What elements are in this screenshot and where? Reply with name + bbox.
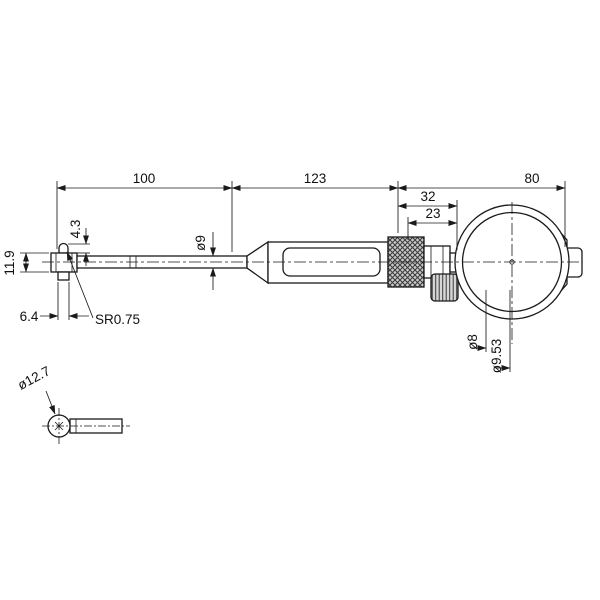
dia-9-53-label: ø9.53 bbox=[489, 339, 504, 374]
fine-adjustment-wheel bbox=[430, 273, 459, 302]
dim-23-label: 23 bbox=[425, 206, 440, 221]
dimension-6-4: 6.4 bbox=[20, 282, 89, 324]
dimension-dia-8: ø8 bbox=[465, 290, 487, 352]
dimension-80: 80 bbox=[397, 171, 566, 247]
dim-4-3-label: 4.3 bbox=[68, 220, 83, 239]
dia-9-label: ø9 bbox=[193, 235, 208, 251]
dim-6-4-label: 6.4 bbox=[20, 309, 39, 324]
dimension-100: 100 bbox=[56, 171, 233, 252]
sr0-75-label: SR0.75 bbox=[95, 312, 140, 327]
contact-point-detail: ø12.7 bbox=[15, 363, 130, 446]
dimension-dia-9-53: ø9.53 bbox=[489, 290, 511, 374]
dim-32-label: 32 bbox=[420, 189, 435, 204]
dim-11-9-label: 11.9 bbox=[2, 250, 17, 275]
dim-123-label: 123 bbox=[304, 171, 327, 186]
dia-12-7-label: ø12.7 bbox=[15, 363, 53, 392]
dimension-dia-9: ø9 bbox=[193, 232, 216, 290]
callout-sr0-75: SR0.75 bbox=[66, 251, 140, 327]
dimension-11-9: 11.9 bbox=[2, 250, 49, 276]
grip bbox=[246, 240, 389, 285]
dimension-4-3: 4.3 bbox=[68, 220, 90, 266]
centerlines bbox=[42, 202, 582, 344]
dimension-123: 123 bbox=[231, 171, 399, 233]
dim-100-label: 100 bbox=[133, 171, 156, 186]
dia-8-label: ø8 bbox=[465, 334, 480, 350]
dimension-23: 23 bbox=[407, 206, 458, 240]
dim-80-label: 80 bbox=[524, 171, 539, 186]
